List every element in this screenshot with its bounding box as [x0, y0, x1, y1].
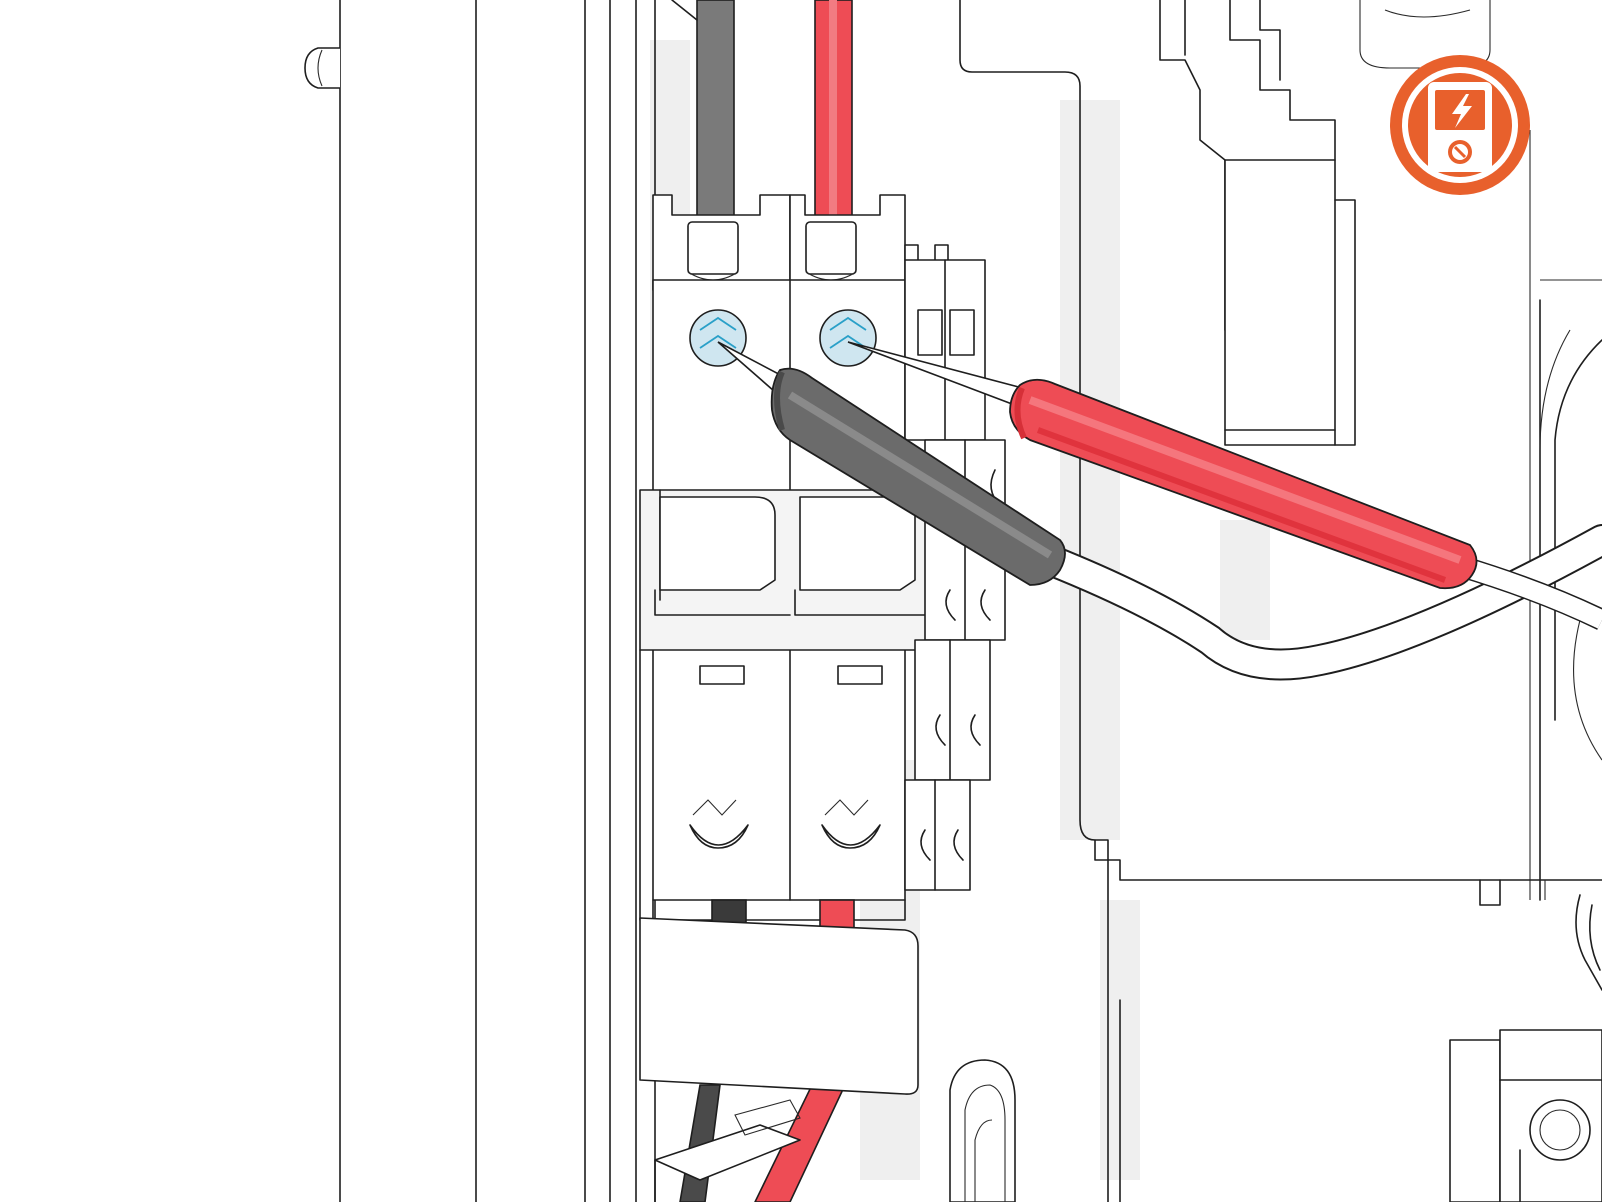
- multimeter-warning-icon: [1390, 55, 1530, 195]
- black-probe: [717, 341, 1066, 586]
- top-wires: [671, 0, 853, 223]
- terminal-screw-right: [819, 309, 877, 367]
- cable-grommet: [949, 1059, 1016, 1202]
- red-probe: [847, 341, 1478, 590]
- probe-cable: [1034, 524, 1602, 681]
- enclosure-door: [304, 0, 611, 1202]
- circuit-breaker: [639, 194, 931, 921]
- right-components: [1094, 0, 1602, 1202]
- cover-plate: [639, 917, 919, 1095]
- bottom-screw-right: [821, 799, 881, 849]
- bottom-screw-left: [689, 799, 749, 849]
- neutral-wire-top: [696, 0, 735, 223]
